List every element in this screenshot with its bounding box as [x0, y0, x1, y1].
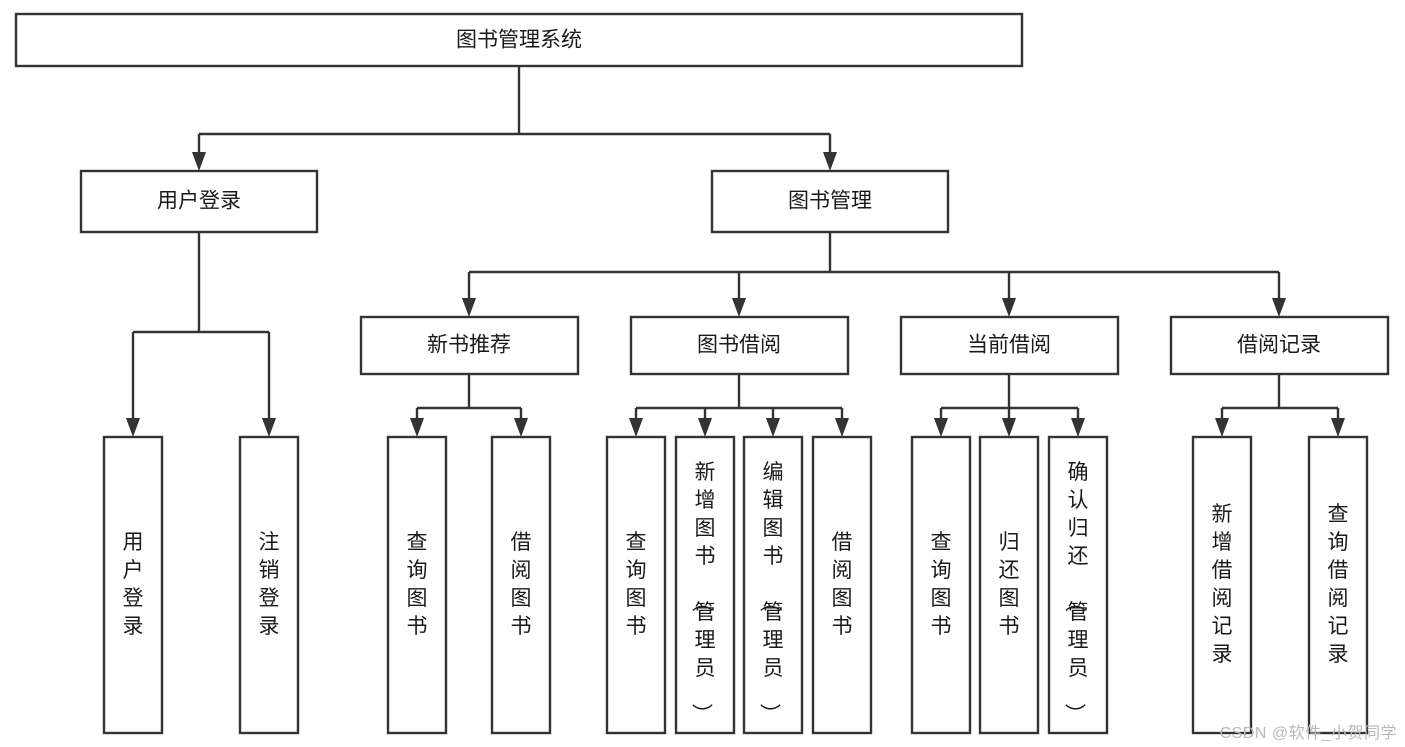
node-leaf-borrow-book-2[interactable]: 借阅图书 [811, 435, 873, 735]
node-leaf-user-logout-label: 注销登录 [259, 531, 280, 638]
arrow-head-book-borrow [732, 298, 746, 317]
node-book-borrow[interactable]: 图书借阅 [629, 315, 850, 376]
node-user-login[interactable]: 用户登录 [79, 169, 319, 234]
node-book-manage[interactable]: 图书管理 [710, 169, 950, 234]
node-book-borrow-box[interactable] [629, 315, 850, 376]
arrow-head-new-book-rec [462, 298, 476, 317]
node-leaf-query-book-2-label: 查询图书 [626, 531, 647, 638]
arrow-head-leaf-add-record [1215, 418, 1229, 437]
node-leaf-borrow-book-2-label: 借阅图书 [832, 531, 853, 638]
node-leaf-query-book-1-box[interactable] [386, 435, 448, 735]
arrow-head-leaf-query-book-3 [934, 418, 948, 437]
node-leaf-query-book-1-label: 查询图书 [407, 531, 428, 638]
node-leaf-query-book-2-box[interactable] [605, 435, 667, 735]
node-leaf-confirm-return-box[interactable] [1047, 435, 1109, 735]
node-leaf-query-book-3-label: 查询图书 [931, 531, 952, 638]
node-leaf-add-book-label: 新增图书（管理员） [690, 461, 716, 724]
node-leaf-user-logout[interactable]: 注销登录 [238, 435, 300, 735]
node-root-box[interactable] [14, 12, 1024, 68]
arrow-head-leaf-edit-book [766, 418, 780, 437]
node-new-book-rec-box[interactable] [359, 315, 580, 376]
node-current-borrow-label: 当前借阅 [967, 334, 1051, 357]
arrow-head-leaf-confirm-return [1071, 418, 1085, 437]
node-leaf-edit-book-box[interactable] [742, 435, 804, 735]
node-borrow-record-box[interactable] [1169, 315, 1390, 376]
connector-group [126, 66, 1345, 437]
arrow-head-current-borrow [1002, 298, 1016, 317]
node-root-label: 图书管理系统 [456, 29, 582, 52]
node-leaf-borrow-book-1-label: 借阅图书 [511, 531, 532, 638]
node-current-borrow-box[interactable] [899, 315, 1120, 376]
node-leaf-confirm-return-label: 确认归还（管理员） [1063, 461, 1089, 724]
node-new-book-rec-label: 新书推荐 [427, 334, 511, 357]
node-leaf-add-record[interactable]: 新增借阅记录 [1191, 435, 1253, 735]
node-leaf-query-book-2[interactable]: 查询图书 [605, 435, 667, 735]
node-leaf-user-login-box[interactable] [102, 435, 164, 735]
node-leaf-return-book[interactable]: 归还图书 [978, 435, 1040, 735]
arrow-head-leaf-add-book [698, 418, 712, 437]
node-current-borrow[interactable]: 当前借阅 [899, 315, 1120, 376]
node-book-manage-label: 图书管理 [788, 190, 872, 213]
node-leaf-query-record-label: 查询借阅记录 [1328, 503, 1349, 666]
node-new-book-rec[interactable]: 新书推荐 [359, 315, 580, 376]
node-leaf-borrow-book-2-box[interactable] [811, 435, 873, 735]
node-leaf-confirm-return[interactable]: 确认归还（管理员） [1047, 435, 1109, 735]
node-leaf-user-login[interactable]: 用户登录 [102, 435, 164, 735]
node-leaf-add-record-box[interactable] [1191, 435, 1253, 735]
node-leaf-query-record[interactable]: 查询借阅记录 [1307, 435, 1369, 735]
node-leaf-query-record-box[interactable] [1307, 435, 1369, 735]
node-leaf-borrow-book-1-box[interactable] [490, 435, 552, 735]
arrow-head-leaf-user-login [126, 418, 140, 437]
node-leaf-query-book-3-box[interactable] [910, 435, 972, 735]
arrow-head-user-login [192, 152, 206, 171]
node-leaf-borrow-book-1[interactable]: 借阅图书 [490, 435, 552, 735]
node-leaf-user-login-label: 用户登录 [123, 531, 144, 638]
arrow-head-leaf-query-record [1331, 418, 1345, 437]
node-leaf-user-logout-box[interactable] [238, 435, 300, 735]
node-leaf-edit-book-label: 编辑图书（管理员） [758, 461, 784, 724]
node-borrow-record-label: 借阅记录 [1237, 334, 1321, 357]
node-leaf-query-book-1[interactable]: 查询图书 [386, 435, 448, 735]
node-book-borrow-label: 图书借阅 [697, 334, 781, 357]
arrow-head-borrow-record [1272, 298, 1286, 317]
arrow-head-book-manage [823, 152, 837, 171]
node-leaf-query-book-3[interactable]: 查询图书 [910, 435, 972, 735]
node-user-login-box[interactable] [79, 169, 319, 234]
node-user-login-label: 用户登录 [157, 190, 241, 213]
node-leaf-add-record-label: 新增借阅记录 [1212, 503, 1233, 666]
arrow-head-leaf-user-logout [262, 418, 276, 437]
arrow-head-leaf-borrow-book-1 [514, 418, 528, 437]
arrow-head-leaf-return-book [1002, 418, 1016, 437]
node-leaf-edit-book[interactable]: 编辑图书（管理员） [742, 435, 804, 735]
arrow-head-leaf-query-book-1 [410, 418, 424, 437]
node-leaf-return-book-box[interactable] [978, 435, 1040, 735]
arrow-head-leaf-borrow-book-2 [835, 418, 849, 437]
node-root[interactable]: 图书管理系统 [14, 12, 1024, 68]
node-leaf-add-book-box[interactable] [674, 435, 736, 735]
node-leaf-add-book[interactable]: 新增图书（管理员） [674, 435, 736, 735]
node-book-manage-box[interactable] [710, 169, 950, 234]
node-leaf-return-book-label: 归还图书 [999, 531, 1020, 638]
node-borrow-record[interactable]: 借阅记录 [1169, 315, 1390, 376]
arrow-head-leaf-query-book-2 [629, 418, 643, 437]
